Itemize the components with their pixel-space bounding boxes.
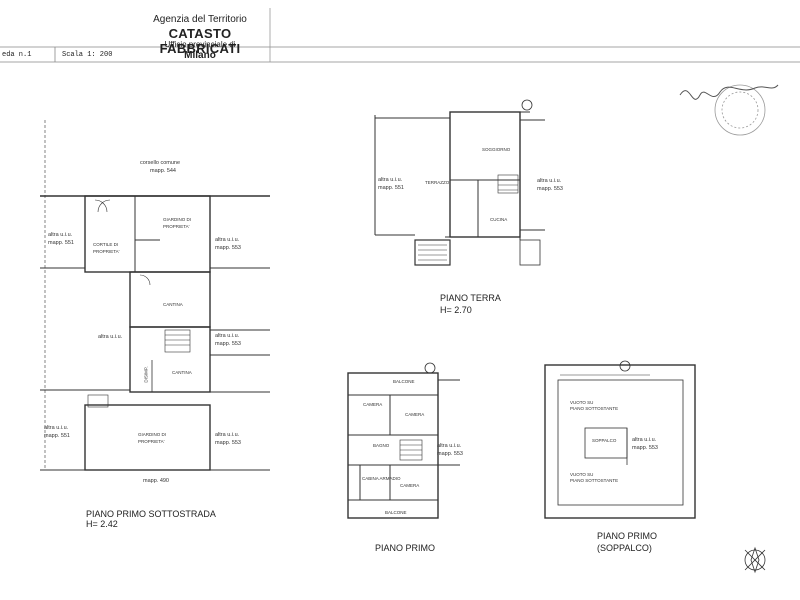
right-top-uiu: altra u.i.u. [215,237,240,243]
mid-left-uiu: altra u.i.u. [98,334,123,340]
left-top-mapp: mapp. 551 [48,240,74,246]
vuoto-bot-label-2: PIANO SOTTOSTANTE [570,478,619,483]
left-bot-mapp: mapp. 551 [44,433,70,439]
terra-right-uiu: altra u.i.u. [537,178,562,184]
right-bot-uiu: altra u.i.u. [215,432,240,438]
stamp-seal [714,84,766,136]
plan-primo-drawing [347,362,460,519]
plan-terra-title: PIANO TERRA [440,293,501,303]
soppalco-right-uiu: altra u.i.u. [632,437,657,443]
soppalco-right-mapp: mapp. 553 [632,445,658,451]
soggiorno-label: SOGGIORNO [482,147,511,152]
plan-primo-title: PIANO PRIMO [375,543,436,553]
catasto-title: CATASTO FABBRICATI [159,26,241,56]
camera-3-label: CAMERA [400,483,420,488]
cucina-label: CUCINA [490,217,508,222]
right-bot-mapp: mapp. 553 [215,440,241,446]
plan-sottostrada-title: PIANO PRIMO SOTTOSTRADA [86,509,216,519]
soppalco-label: SOPPALCO [592,438,617,443]
plan-soppalco-subtitle: (SOPPALCO) [597,543,652,553]
north-arrow [744,546,766,574]
left-top-uiu: altra u.i.u. [48,232,73,238]
cantina-label-2: CANTINA [172,370,192,375]
cabina-label: CABINA ARMADIO [362,476,401,481]
bottom-mapp: mapp. 490 [143,478,169,484]
camera-1-label: CAMERA [363,402,383,407]
right-mid-uiu: altra u.i.u. [215,333,240,339]
scheda-number: eda n.1 [2,51,32,59]
corsello-mapp: mapp. 544 [150,168,176,174]
corsello-label: corsello comune [140,160,181,166]
giardino-top-label-2: PROPRIETA' [163,224,190,229]
giardino-bot-label-2: PROPRIETA' [138,439,165,444]
bagno-label: BAGNO [373,443,390,448]
terra-left-uiu: altra u.i.u. [378,177,403,183]
cortile-label: CORTILE DI [93,242,119,247]
right-top-mapp: mapp. 553 [215,245,241,251]
plan-terra-height: H= 2.70 [440,305,472,315]
terra-left-mapp: mapp. 551 [378,185,404,191]
right-mid-mapp: mapp. 553 [215,341,241,347]
plan-terra-drawing [374,99,545,266]
terrazzo-label: TERRAZZO [425,180,450,185]
camera-2-label: CAMERA [405,412,425,417]
plan-sottostrada-height: H= 2.42 [86,519,118,529]
vuoto-bot-label: VUOTO SU [570,472,594,477]
balcone-top-label: BALCONE [393,379,415,384]
plan-soppalco-title: PIANO PRIMO [597,531,658,541]
primo-right-uiu: altra u.i.u. [437,443,462,449]
plan-soppalco-drawing [544,360,696,519]
city-name: Milano [184,50,216,61]
giardino-top-label: GIARDINO DI [163,217,192,222]
scale-label: Scala 1: 200 [62,51,113,59]
ufficio-label: Ufficio provinciale di [164,40,236,49]
cortile-label-2: PROPRIETA' [93,249,120,254]
plan-sottostrada-drawing [40,120,270,471]
handwritten-signature [679,84,779,100]
cantina-label-1: CANTINA [163,302,183,307]
vuoto-top-label-2: PIANO SOTTOSTANTE [570,406,619,411]
left-bot-uiu: altra u.i.u. [44,425,69,431]
agency-name: Agenzia del Territorio [153,14,247,25]
terra-right-mapp: mapp. 553 [537,186,563,192]
balcone-bot-label: BALCONE [385,510,407,515]
giardino-bot-label: GIARDINO DI [138,432,167,437]
primo-right-mapp: mapp. 553 [437,451,463,457]
disimp-label: DISIMP. [143,366,149,383]
vuoto-top-label: VUOTO SU [570,400,594,405]
